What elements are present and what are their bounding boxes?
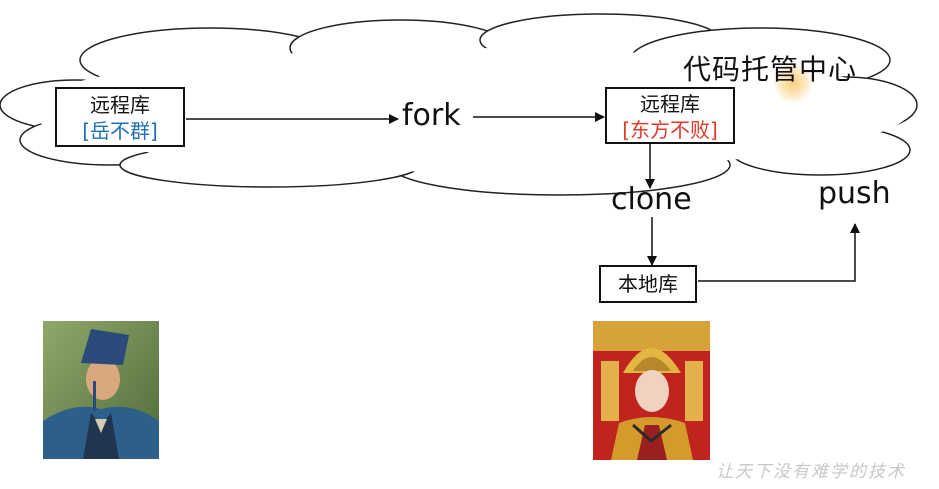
local-repo-name: 本地库 bbox=[618, 272, 678, 296]
hosting-center-title: 代码托管中心 bbox=[683, 53, 858, 86]
right-repo-owner: [东方不败] bbox=[622, 118, 718, 142]
cursor-highlight bbox=[773, 63, 813, 103]
local-repo: 本地库 bbox=[599, 265, 697, 303]
portrait-left bbox=[43, 321, 159, 459]
left-repo-name: 远程库 bbox=[90, 93, 150, 117]
right-remote-repo: 远程库 [东方不败] bbox=[605, 87, 735, 144]
push-arrow bbox=[698, 223, 860, 282]
left-remote-repo: 远程库 [岳不群] bbox=[55, 87, 185, 147]
right-repo-name: 远程库 bbox=[640, 92, 700, 116]
watermark-text: 让天下没有难学的技术 bbox=[716, 462, 906, 482]
portrait-right bbox=[593, 321, 710, 460]
fork-label: fork bbox=[402, 98, 461, 133]
push-label: push bbox=[818, 176, 891, 211]
left-repo-owner: [岳不群] bbox=[82, 119, 158, 143]
clone-label: clone bbox=[611, 182, 692, 217]
